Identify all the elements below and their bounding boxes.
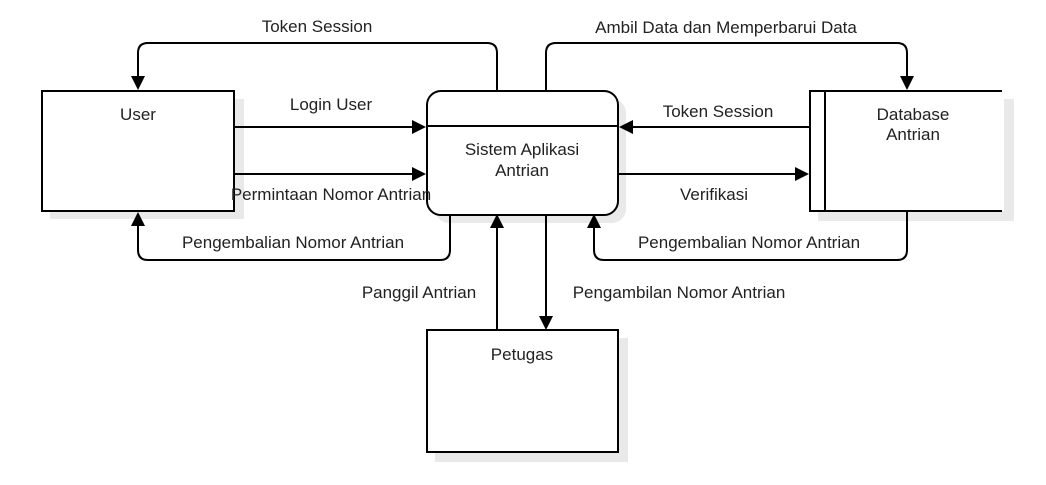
arrowhead-right-verifikasi: [795, 167, 809, 181]
flow-token-session-label: Token Session: [262, 17, 373, 36]
system-process[interactable]: Sistem Aplikasi Antrian: [426, 90, 619, 216]
flow-ambil-data-label: Ambil Data dan Memperbarui Data: [595, 18, 857, 37]
arrowhead-up-user: [131, 212, 145, 226]
database-store[interactable]: Database Antrian: [809, 90, 1004, 212]
flow-pengembalian-to-user: Pengembalian Nomor Antrian: [131, 212, 451, 261]
petugas-box: [426, 329, 619, 453]
arrowhead-down-user: [131, 76, 145, 90]
flow-verifikasi-label: Verifikasi: [680, 185, 748, 204]
database-label-line2: Antrian: [886, 125, 940, 144]
system-label-line2: Antrian: [495, 161, 549, 180]
user-entity[interactable]: User: [41, 90, 235, 212]
arrowhead-left-token: [619, 120, 633, 134]
arrowhead-right-permintaan: [412, 167, 426, 181]
flow-pengembalian-db-label: Pengembalian Nomor Antrian: [638, 233, 860, 252]
arrowhead-up-system-right: [587, 214, 601, 228]
flow-pengembalian-db-line: [593, 211, 908, 261]
flow-token-session-line: [137, 42, 498, 91]
flow-pengembalian-from-db: Pengembalian Nomor Antrian: [587, 211, 908, 261]
flow-login-user-label: Login User: [290, 95, 373, 114]
flow-pengembalian-user-line: [137, 215, 451, 261]
flow-pengembalian-user-label: Pengembalian Nomor Antrian: [182, 233, 404, 252]
flow-pengambilan-label: Pengambilan Nomor Antrian: [573, 283, 786, 302]
flow-token-session-from-db: Token Session: [619, 102, 810, 134]
petugas-label: Petugas: [491, 345, 553, 364]
user-box: [41, 90, 235, 212]
arrowhead-right-login: [412, 120, 426, 134]
flow-pengambilan-nomor: Pengambilan Nomor Antrian: [539, 215, 785, 330]
flow-panggil-antrian: Panggil Antrian: [362, 214, 504, 330]
flow-ambil-data-line: [545, 42, 908, 91]
petugas-entity[interactable]: Petugas: [426, 329, 619, 453]
system-label-line1: Sistem Aplikasi: [465, 140, 579, 159]
flow-permintaan-nomor: Permintaan Nomor Antrian: [231, 167, 431, 204]
flow-ambil-data: Ambil Data dan Memperbarui Data: [545, 18, 914, 91]
user-label: User: [120, 105, 156, 124]
database-fill: [810, 91, 1004, 211]
flow-panggil-label: Panggil Antrian: [362, 283, 476, 302]
flow-verifikasi: Verifikasi: [618, 167, 809, 204]
flow-permintaan-label: Permintaan Nomor Antrian: [231, 185, 431, 204]
arrowhead-down-database: [900, 76, 914, 90]
flow-token-session-db-label: Token Session: [663, 102, 774, 121]
system-box: [426, 90, 619, 216]
flow-token-session-to-user: Token Session: [131, 17, 498, 91]
flow-login-user: Login User: [234, 95, 426, 134]
database-label-line1: Database: [877, 105, 950, 124]
arrowhead-up-system: [490, 214, 504, 228]
arrowhead-down-petugas: [539, 316, 553, 330]
